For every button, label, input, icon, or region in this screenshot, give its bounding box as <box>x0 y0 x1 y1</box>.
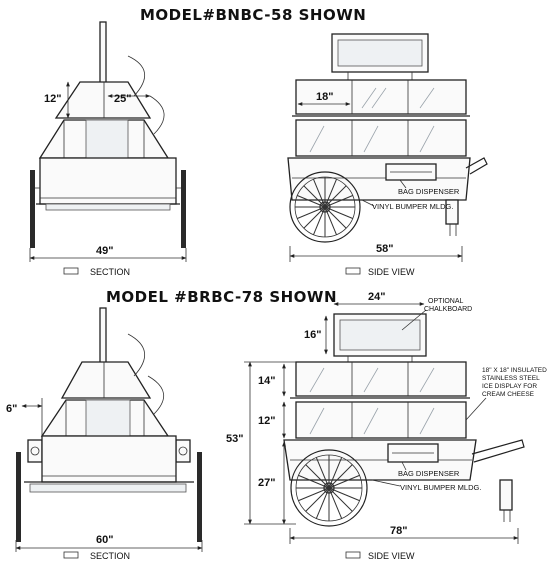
dim-bottom-27: 27" <box>258 477 275 489</box>
title-model-bnbc-58: MODEL#BNBC-58 SHOWN <box>140 6 366 24</box>
label-bottom-side-view: SIDE VIEW <box>368 551 415 561</box>
wheel-spoke <box>305 464 330 489</box>
wheel-spoke <box>298 487 330 502</box>
dim-bottom-12: 12" <box>258 415 275 427</box>
dim-bottom-16: 16" <box>304 329 321 341</box>
label-top-side-view: SIDE VIEW <box>368 267 415 277</box>
callout-bottom-vinyl-bumper: VINYL BUMPER MLDG. <box>400 483 481 492</box>
callout-chalk-optional: OPTIONAL <box>428 298 464 305</box>
dim-bottom-24: 24" <box>368 291 385 303</box>
top-side-view: 18" BAG DISPENSER VINYL BUMPER MLDG. 58"… <box>287 33 488 277</box>
wheel-spoke <box>313 179 326 208</box>
bottom-wheel <box>290 449 368 527</box>
wheel-spoke <box>303 185 326 208</box>
bottom-side-view: 24" OPTIONAL CHALKBOARD 16" 18" X 18" IN… <box>226 291 547 561</box>
title-model-brbc-78: MODEL #BRBC-78 SHOWN <box>106 288 337 306</box>
wheel-spoke <box>324 206 337 235</box>
wheel-spoke <box>297 195 326 208</box>
wheel-spoke <box>324 195 353 208</box>
bottom-section-view: 6" 60" SECTION <box>6 307 203 561</box>
wheel-spoke <box>324 206 347 229</box>
callout-top-vinyl-bumper: VINYL BUMPER MLDG. <box>372 202 453 211</box>
dim-top-58: 58" <box>376 243 393 255</box>
callout-chalk-chalkboard: CHALKBOARD <box>424 306 472 313</box>
label-top-section: SECTION <box>90 267 130 277</box>
callout-steel-size: 18" X 18" INSULATED <box>482 367 547 374</box>
wheel-spoke <box>298 474 330 489</box>
wheel-spoke <box>328 487 360 502</box>
dim-bottom-60: 60" <box>96 534 113 546</box>
wheel-spoke <box>313 206 326 235</box>
wheel-spoke <box>305 487 330 512</box>
callout-steel-cream: CREAM CHEESE <box>482 391 535 398</box>
dim-bottom-78: 78" <box>390 525 407 537</box>
wheel-spoke <box>315 487 330 519</box>
dim-top-25: 25" <box>114 93 131 105</box>
callout-steel-ice: ICE DISPLAY FOR <box>482 383 537 390</box>
wheel-spoke <box>324 179 337 208</box>
wheel-spoke <box>328 487 343 519</box>
wheel-spoke <box>315 457 330 489</box>
callout-top-bag-dispenser: BAG DISPENSER <box>398 187 460 196</box>
wheel-spoke <box>328 487 353 512</box>
dim-top-12: 12" <box>44 93 61 105</box>
dim-bottom-14: 14" <box>258 375 275 387</box>
dim-bottom-6: 6" <box>6 403 17 415</box>
wheel-spoke <box>328 464 353 489</box>
label-bottom-section: SECTION <box>90 551 130 561</box>
wheel-spoke <box>297 206 326 219</box>
top-wheel <box>289 171 361 243</box>
wheel-spoke <box>324 206 353 219</box>
wheel-spoke <box>303 206 326 229</box>
dim-top-49: 49" <box>96 245 113 257</box>
dim-top-18: 18" <box>316 91 333 103</box>
callout-bottom-bag-dispenser: BAG DISPENSER <box>398 469 460 478</box>
wheel-spoke <box>328 474 360 489</box>
top-section-view: 12" 25" 49" SECTION <box>29 21 187 277</box>
wheel-spoke <box>324 185 347 208</box>
wheel-spoke <box>328 457 343 489</box>
callout-steel-stainless: STAINLESS STEEL <box>482 375 540 382</box>
dim-bottom-53: 53" <box>226 433 243 445</box>
